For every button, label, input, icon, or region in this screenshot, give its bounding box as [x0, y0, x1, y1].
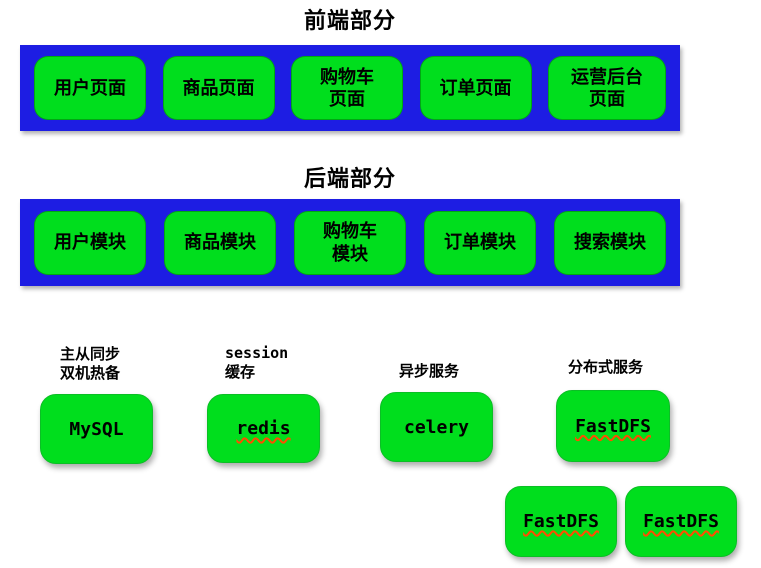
backend-box-search-module: 搜索模块 — [554, 210, 666, 275]
backend-box-order-module: 订单模块 — [424, 210, 536, 275]
mysql-node: MySQL — [40, 394, 153, 464]
frontend-box-product-page: 商品页面 — [162, 56, 275, 120]
fastdfs-service-label: 分布式服务 — [568, 359, 644, 376]
fastdfs-node-2: FastDFS — [505, 486, 617, 557]
backend-box-product-module: 商品模块 — [164, 210, 276, 275]
fastdfs-node: FastDFS — [556, 390, 670, 462]
redis-service-label: session 缓存 — [225, 344, 289, 381]
frontend-box-admin-page: 运营后台 页面 — [548, 56, 666, 120]
mysql-service-label: 主从同步 双机热备 — [60, 346, 121, 382]
backend-bar: 用户模块 商品模块 购物车 模块 订单模块 搜索模块 — [20, 199, 680, 286]
frontend-bar: 用户页面 商品页面 购物车 页面 订单页面 运营后台 页面 — [20, 45, 680, 131]
backend-section-title: 后端部分 — [303, 166, 396, 191]
backend-box-cart-module: 购物车 模块 — [294, 210, 406, 275]
celery-service-label: 异步服务 — [399, 363, 460, 380]
fastdfs-node-3: FastDFS — [625, 486, 737, 557]
frontend-section-title: 前端部分 — [303, 8, 396, 33]
redis-node: redis — [207, 394, 320, 463]
celery-node: celery — [380, 392, 493, 462]
frontend-box-order-page: 订单页面 — [419, 56, 532, 120]
frontend-box-user-page: 用户页面 — [34, 56, 146, 120]
frontend-box-cart-page: 购物车 页面 — [291, 56, 403, 120]
backend-box-user-module: 用户模块 — [34, 210, 146, 275]
